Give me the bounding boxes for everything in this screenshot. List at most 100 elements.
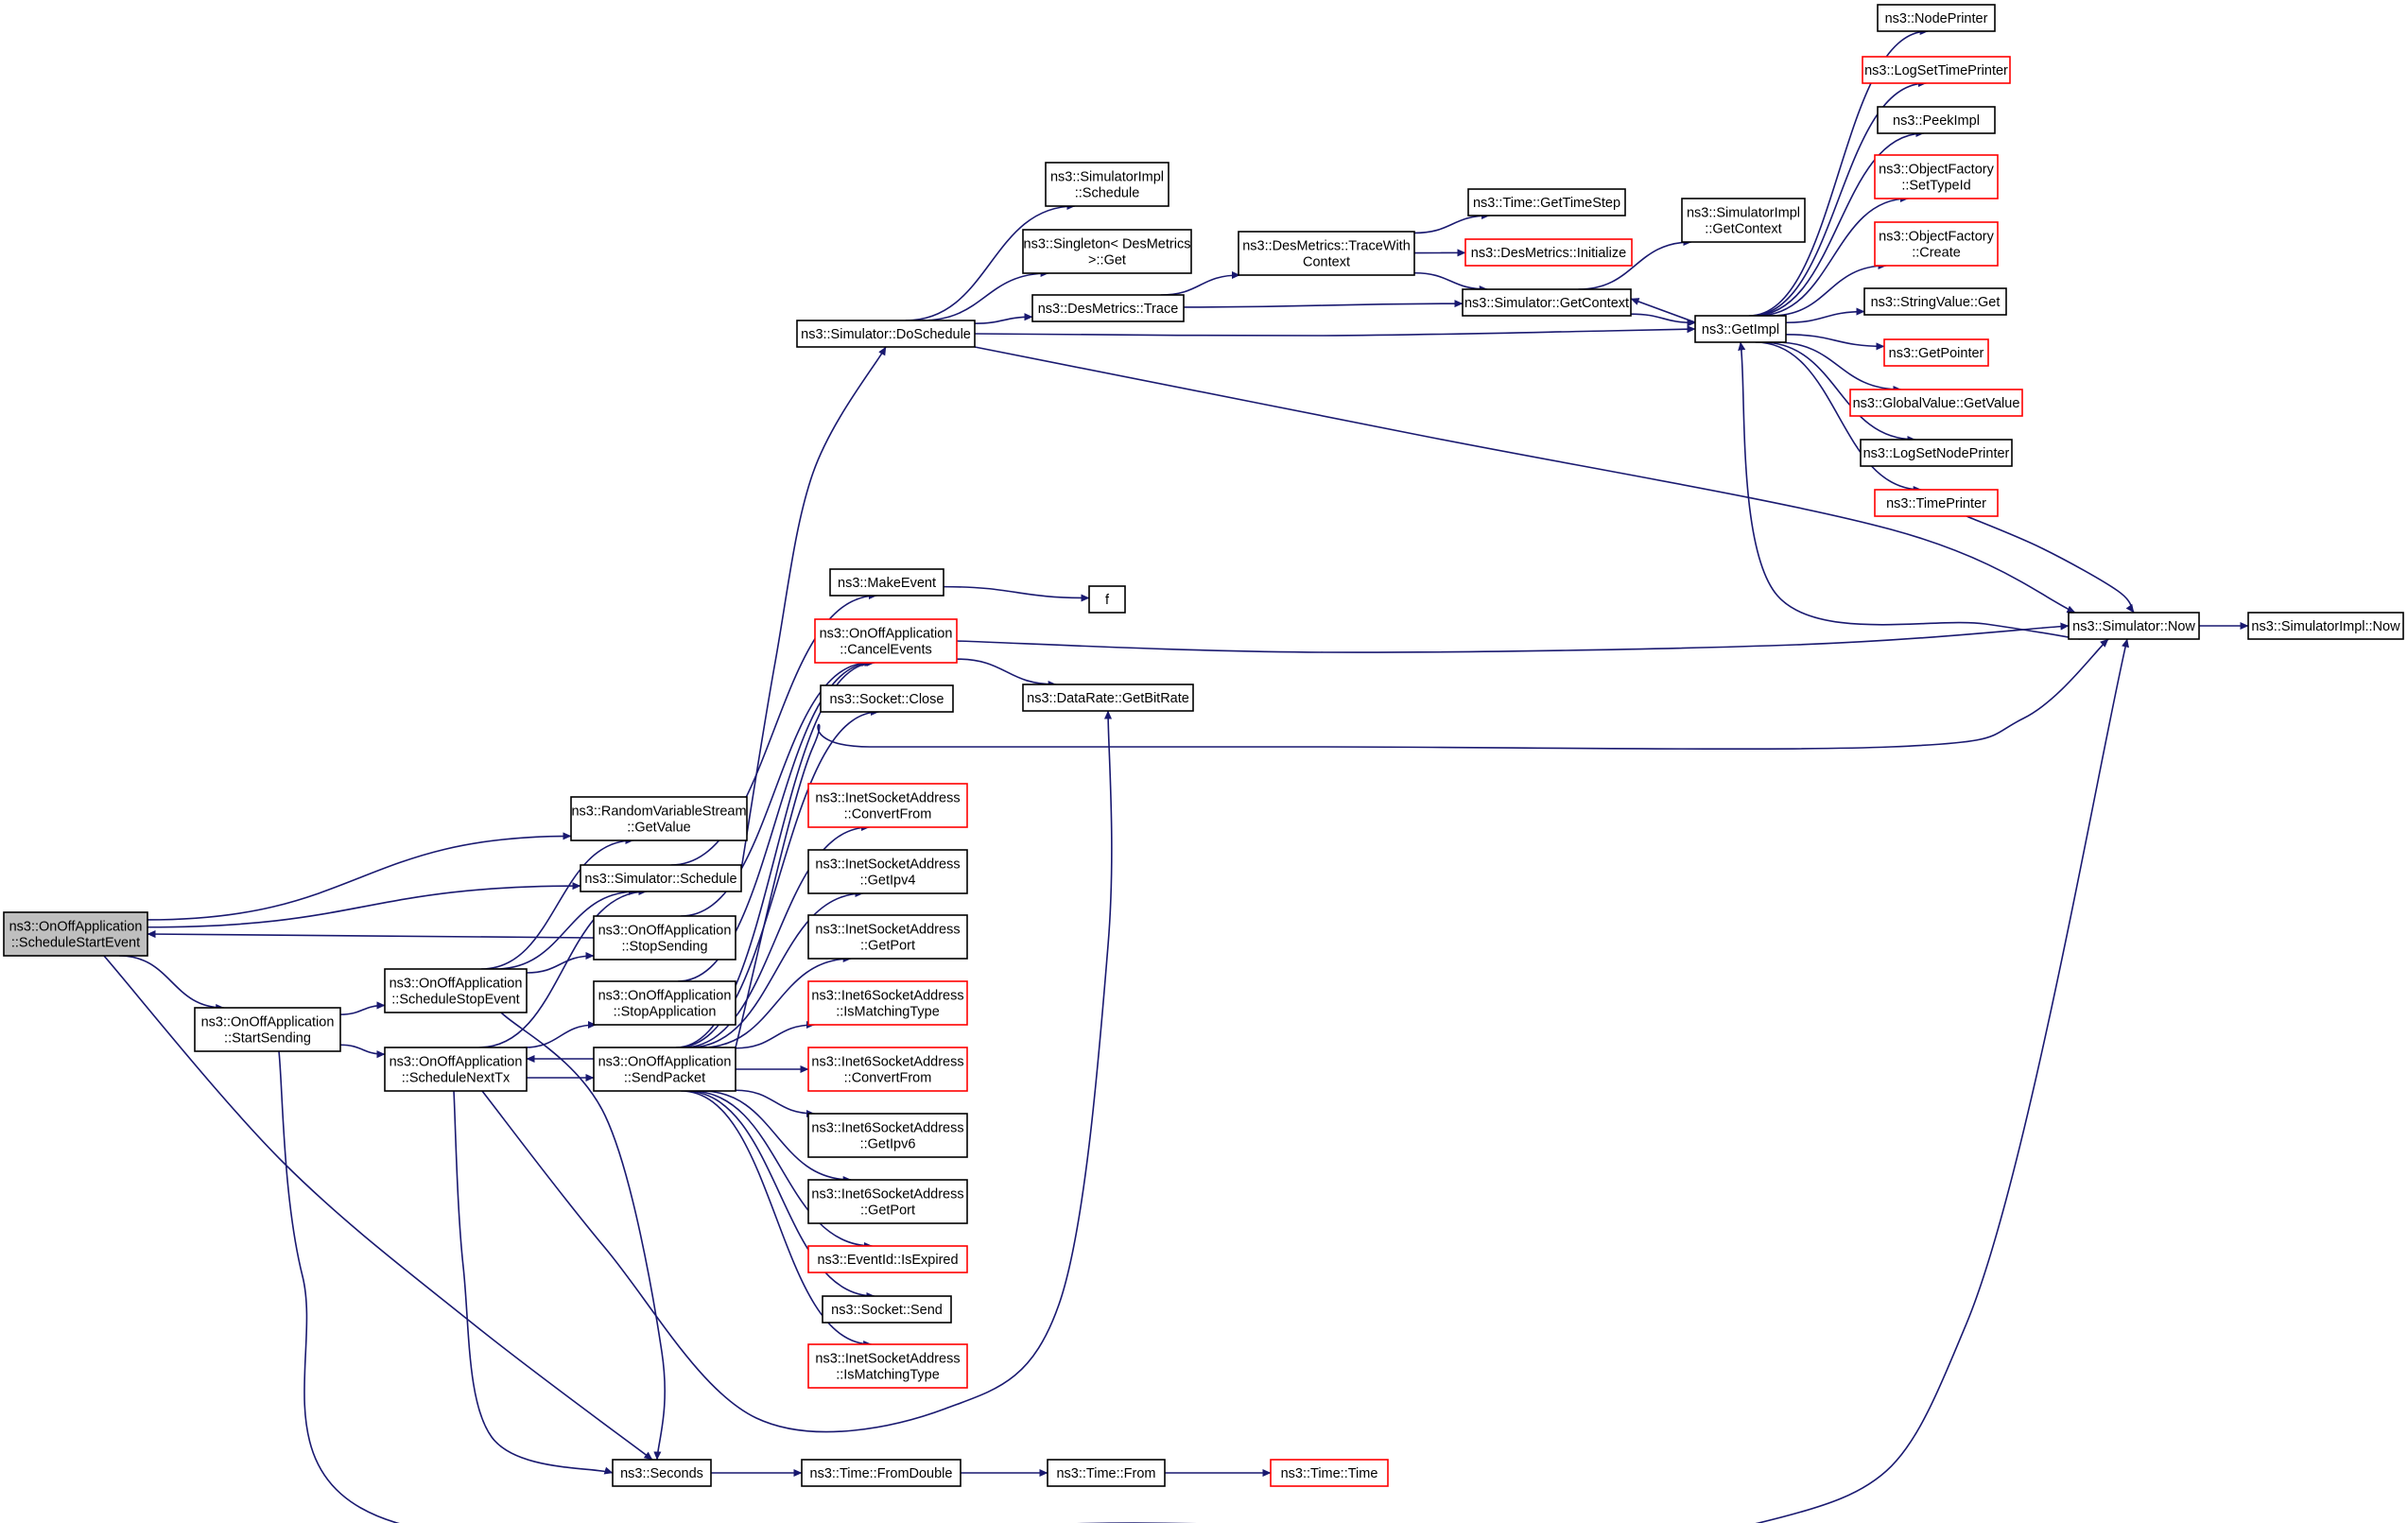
node-timeFromDouble[interactable]: ns3::Time::FromDouble (801, 1459, 961, 1487)
node-timePrinter[interactable]: ns3::TimePrinter (1874, 489, 1999, 517)
node-eventIdIsExpired[interactable]: ns3::EventId::IsExpired (807, 1245, 968, 1273)
node-box-desInitialize[interactable] (1464, 238, 1633, 267)
node-box-stopSending[interactable] (593, 915, 736, 961)
node-scheduleNextTx[interactable]: ns3::OnOffApplication::ScheduleNextTx (384, 1047, 528, 1092)
node-box-scheduleNextTx[interactable] (384, 1047, 528, 1092)
node-ofCreate[interactable]: ns3::ObjectFactory::Create (1874, 221, 1999, 267)
node-stringValueGet[interactable]: ns3::StringValue::Get (1863, 287, 2007, 316)
node-implNow[interactable]: ns3::SimulatorImpl::Now (2247, 612, 2404, 640)
node-box-stringValueGet[interactable] (1863, 287, 2007, 316)
node-box-getPointer[interactable] (1883, 338, 1989, 367)
node-box-getBitRate[interactable] (1022, 684, 1194, 712)
node-box-singletonGet[interactable] (1022, 229, 1192, 274)
node-inet6IsMatchingType[interactable]: ns3::Inet6SocketAddress::IsMatchingType (807, 980, 968, 1026)
node-desTrace[interactable]: ns3::DesMetrics::Trace (1031, 294, 1185, 322)
node-scheduleStopEvent[interactable]: ns3::OnOffApplication::ScheduleStopEvent (384, 968, 528, 1013)
node-f[interactable]: f (1088, 585, 1126, 614)
node-nodePrinter[interactable]: ns3::NodePrinter (1877, 4, 1996, 32)
node-getBitRate[interactable]: ns3::DataRate::GetBitRate (1022, 684, 1194, 712)
node-sendPacket[interactable]: ns3::OnOffApplication::SendPacket (593, 1047, 736, 1092)
node-box-implSchedule[interactable] (1045, 162, 1169, 207)
node-cancelEvents[interactable]: ns3::OnOffApplication::CancelEvents (814, 618, 958, 664)
node-box-implGetContext[interactable] (1681, 198, 1806, 243)
node-simNow[interactable]: ns3::Simulator::Now (2068, 612, 2200, 640)
node-box-stopApplication[interactable] (593, 980, 736, 1026)
node-timeGetTimeStep[interactable]: ns3::Time::GetTimeStep (1467, 188, 1626, 216)
node-box-seconds[interactable] (612, 1459, 712, 1487)
node-box-ofCreate[interactable] (1874, 221, 1999, 267)
node-box-sendPacket[interactable] (593, 1047, 736, 1092)
node-box-inetIsMatchingType[interactable] (807, 1343, 968, 1389)
node-box-timeTime[interactable] (1270, 1459, 1389, 1487)
node-box-timeFromDouble[interactable] (801, 1459, 961, 1487)
node-box-ofSetTypeId[interactable] (1874, 154, 1999, 199)
node-box-inet6GetPort[interactable] (807, 1179, 968, 1224)
node-logSetTimePrinter[interactable]: ns3::LogSetTimePrinter (1862, 56, 2011, 84)
node-box-root[interactable] (3, 911, 148, 957)
node-inetConvertFrom[interactable]: ns3::InetSocketAddress::ConvertFrom (807, 783, 968, 828)
node-box-implNow[interactable] (2247, 612, 2404, 640)
node-box-socketClose[interactable] (820, 684, 954, 713)
node-box-timeGetTimeStep[interactable] (1467, 188, 1626, 216)
node-box-logSetTimePrinter[interactable] (1862, 56, 2011, 84)
node-desInitialize[interactable]: ns3::DesMetrics::Initialize (1464, 238, 1633, 267)
node-getPointer[interactable]: ns3::GetPointer (1883, 338, 1989, 367)
node-box-rvsGetValue[interactable] (570, 796, 748, 841)
node-box-inetGetIpv4[interactable] (807, 849, 968, 894)
node-socketSend[interactable]: ns3::Socket::Send (822, 1295, 952, 1324)
node-startSending[interactable]: ns3::OnOffApplication::StartSending (194, 1007, 341, 1052)
node-box-eventIdIsExpired[interactable] (807, 1245, 968, 1273)
node-box-logSetNodePrinter[interactable] (1860, 439, 2013, 467)
node-stopSending[interactable]: ns3::OnOffApplication::StopSending (593, 915, 736, 961)
node-box-inet6ConvertFrom[interactable] (807, 1047, 968, 1092)
node-box-globalValueGetValue[interactable] (1849, 389, 2023, 417)
node-box-simSchedule[interactable] (580, 864, 742, 892)
node-box-peekImpl[interactable] (1877, 106, 1996, 134)
node-box-f[interactable] (1088, 585, 1126, 614)
node-box-simGetContext[interactable] (1462, 288, 1632, 317)
node-timeTime[interactable]: ns3::Time::Time (1270, 1459, 1389, 1487)
node-seconds[interactable]: ns3::Seconds (612, 1459, 712, 1487)
node-box-desTrace[interactable] (1031, 294, 1185, 322)
node-globalValueGetValue[interactable]: ns3::GlobalValue::GetValue (1849, 389, 2023, 417)
node-box-timePrinter[interactable] (1874, 489, 1999, 517)
node-implGetContext[interactable]: ns3::SimulatorImpl::GetContext (1681, 198, 1806, 243)
node-box-inet6IsMatchingType[interactable] (807, 980, 968, 1026)
node-box-nodePrinter[interactable] (1877, 4, 1996, 32)
node-inetGetIpv4[interactable]: ns3::InetSocketAddress::GetIpv4 (807, 849, 968, 894)
node-box-timeFrom[interactable] (1047, 1459, 1166, 1487)
node-root[interactable]: ns3::OnOffApplication::ScheduleStartEven… (3, 911, 148, 957)
node-getImpl[interactable]: ns3::GetImpl (1694, 315, 1787, 343)
node-singletonGet[interactable]: ns3::Singleton< DesMetrics >::Get (1022, 229, 1192, 274)
node-box-scheduleStopEvent[interactable] (384, 968, 528, 1013)
node-inetGetPort[interactable]: ns3::InetSocketAddress::GetPort (807, 914, 968, 960)
node-makeEvent[interactable]: ns3::MakeEvent (829, 568, 944, 597)
node-box-socketSend[interactable] (822, 1295, 952, 1324)
node-simGetContext[interactable]: ns3::Simulator::GetContext (1462, 288, 1632, 317)
node-inetIsMatchingType[interactable]: ns3::InetSocketAddress::IsMatchingType (807, 1343, 968, 1389)
node-box-simNow[interactable] (2068, 612, 2200, 640)
node-box-desTraceWithContext[interactable] (1238, 231, 1415, 276)
node-box-startSending[interactable] (194, 1007, 341, 1052)
node-stopApplication[interactable]: ns3::OnOffApplication::StopApplication (593, 980, 736, 1026)
node-peekImpl[interactable]: ns3::PeekImpl (1877, 106, 1996, 134)
node-simSchedule[interactable]: ns3::Simulator::Schedule (580, 864, 742, 892)
node-box-makeEvent[interactable] (829, 568, 944, 597)
node-socketClose[interactable]: ns3::Socket::Close (820, 684, 954, 713)
node-implSchedule[interactable]: ns3::SimulatorImpl::Schedule (1045, 162, 1169, 207)
node-box-getImpl[interactable] (1694, 315, 1787, 343)
node-rvsGetValue[interactable]: ns3::RandomVariableStream::GetValue (570, 796, 748, 841)
node-inet6GetPort[interactable]: ns3::Inet6SocketAddress::GetPort (807, 1179, 968, 1224)
node-ofSetTypeId[interactable]: ns3::ObjectFactory::SetTypeId (1874, 154, 1999, 199)
node-box-inetGetPort[interactable] (807, 914, 968, 960)
node-inet6ConvertFrom[interactable]: ns3::Inet6SocketAddress::ConvertFrom (807, 1047, 968, 1092)
node-timeFrom[interactable]: ns3::Time::From (1047, 1459, 1166, 1487)
node-doSchedule[interactable]: ns3::Simulator::DoSchedule (796, 320, 976, 348)
node-logSetNodePrinter[interactable]: ns3::LogSetNodePrinter (1860, 439, 2013, 467)
node-box-cancelEvents[interactable] (814, 618, 958, 664)
node-box-doSchedule[interactable] (796, 320, 976, 348)
node-box-inet6GetIpv6[interactable] (807, 1113, 968, 1158)
node-inet6GetIpv6[interactable]: ns3::Inet6SocketAddress::GetIpv6 (807, 1113, 968, 1158)
node-box-inetConvertFrom[interactable] (807, 783, 968, 828)
